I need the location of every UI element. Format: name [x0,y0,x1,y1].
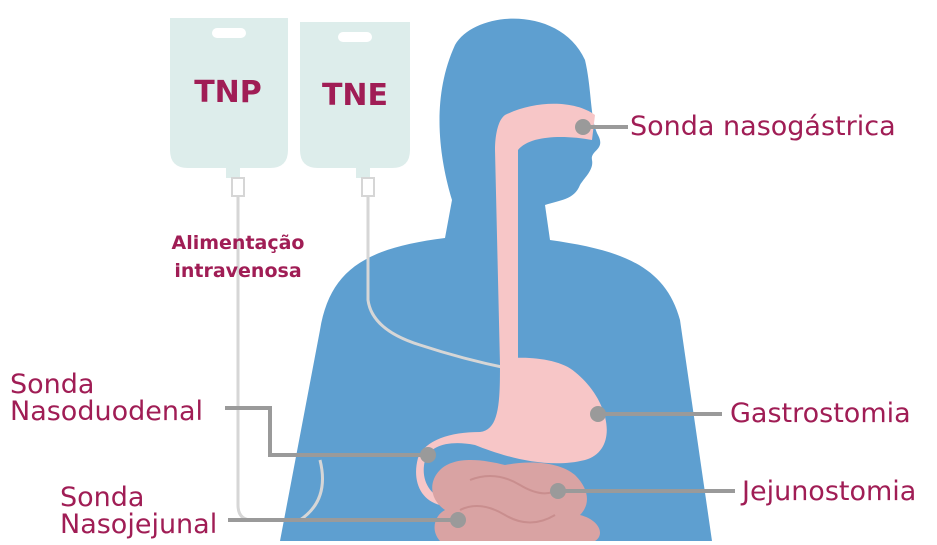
jejunostomy-label: Jejunostomia [742,478,916,505]
nasojejunal-dot [450,512,466,528]
nasojejunal-label-line1: Sonda [60,484,217,511]
nasogastric-label: Sonda nasogástrica [630,113,896,140]
nasojejunal-label: Sonda Nasojejunal [60,484,217,538]
nasoduodenal-label: Sonda Nasoduodenal [10,371,203,425]
gastrostomy-label: Gastrostomia [730,400,911,427]
jejunostomy-dot [550,483,566,499]
tne-bag-port [362,178,374,196]
tne-bag-neck [356,168,370,178]
gastrostomy-dot [590,406,606,422]
tnp-bag-label: TNP [168,78,288,108]
tne-bag-hanger-hole [338,32,372,42]
nasogastric-dot [575,119,591,135]
tnp-bag-port [232,178,244,196]
nasoduodenal-label-line1: Sonda [10,371,203,398]
nasojejunal-label-line2: Nasojejunal [60,511,217,538]
tnp-bag-neck [226,168,240,178]
iv-feeding-label-line2: intravenosa [138,258,338,286]
iv-feeding-label-line1: Alimentação [138,230,338,258]
nasoduodenal-label-line2: Nasoduodenal [10,398,203,425]
tne-bag-label: TNE [295,81,415,111]
iv-feeding-label: Alimentação intravenosa [138,230,338,285]
tnp-bag-hanger-hole [212,28,246,38]
nasoduodenal-dot [420,447,436,463]
